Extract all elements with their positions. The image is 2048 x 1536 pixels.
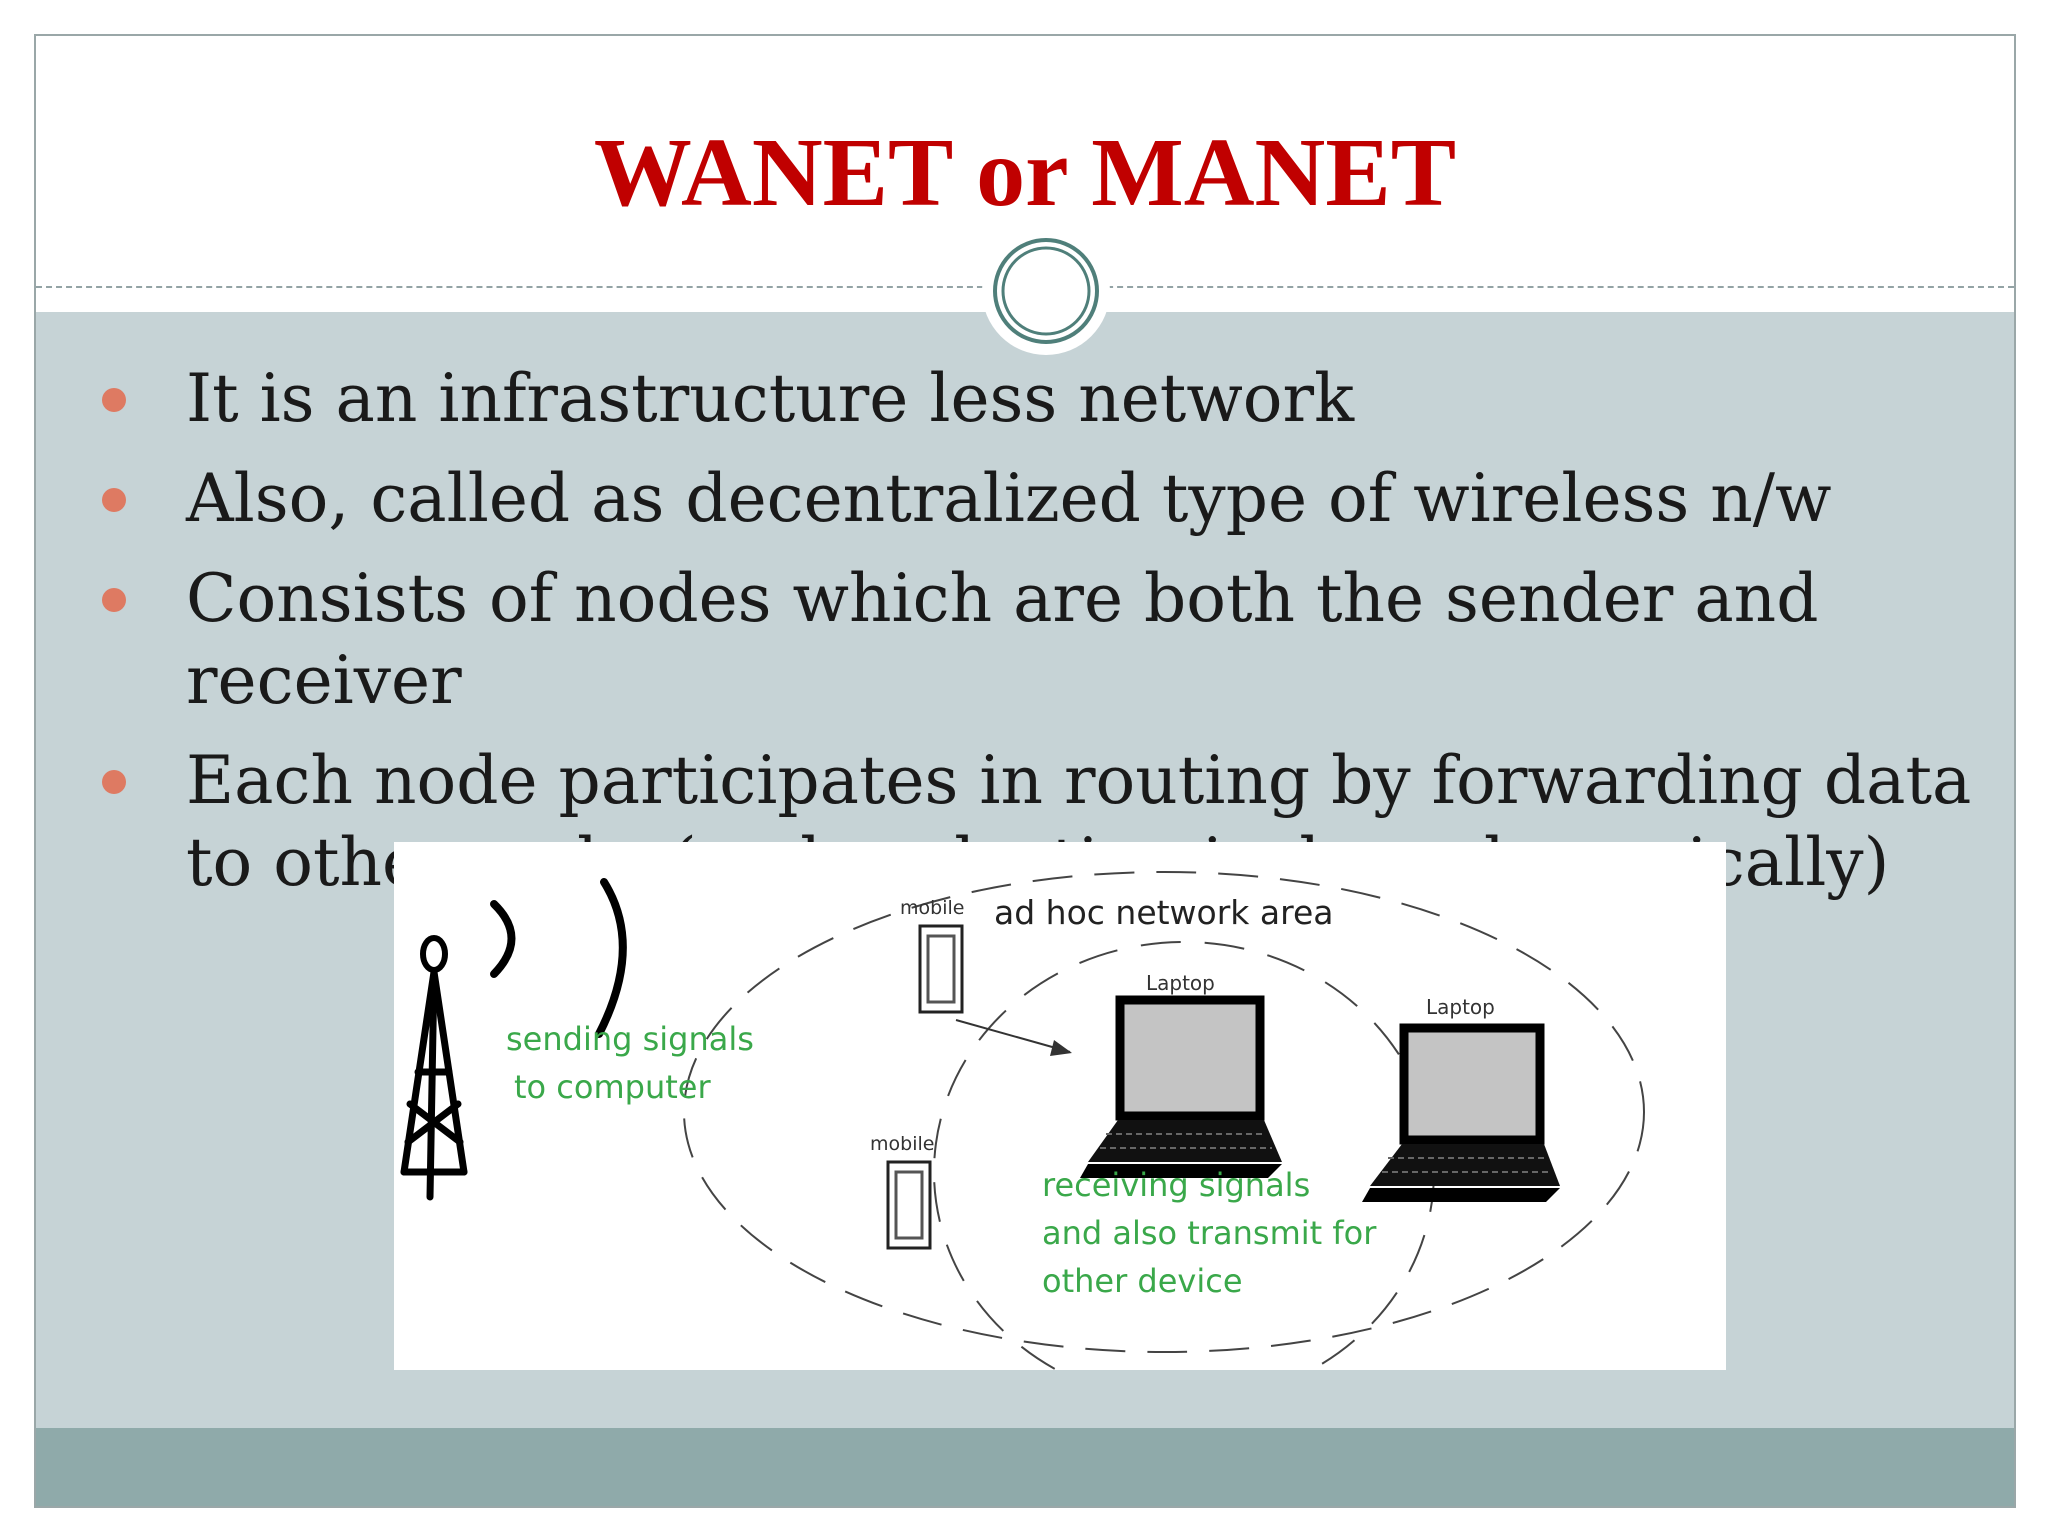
bullet-text: It is an infrastructure less network [186, 360, 1355, 437]
bullet-text: Consists of nodes which are both the sen… [186, 560, 1819, 719]
laptop-icon [1362, 1023, 1560, 1202]
slide-frame: WANET or MANET It is an infrastructure l… [34, 34, 2016, 1508]
bullet-dot-icon [102, 770, 126, 794]
sending-label-line2: to computer [514, 1068, 711, 1106]
bullet-item: Consists of nodes which are both the sen… [102, 558, 2002, 722]
mobile-top-label: mobile [900, 897, 964, 919]
bullet-list: It is an infrastructure less network Als… [102, 358, 2002, 922]
network-area-label: ad hoc network area [994, 893, 1334, 932]
receiving-label-line2: and also transmit for [1042, 1214, 1377, 1252]
slide-title: WANET or MANET [593, 119, 1457, 227]
receiving-label-line3: other device [1042, 1262, 1243, 1300]
arrow-head-icon [1050, 1040, 1072, 1056]
sending-label-line1: sending signals [506, 1020, 754, 1058]
bullet-text: Also, called as decentralized type of wi… [186, 460, 1832, 537]
receiving-label-line1: receiving signals [1042, 1166, 1310, 1204]
manet-diagram: sending signals to computer mobile ad ho… [394, 842, 1726, 1370]
laptop-center-label: Laptop [1146, 971, 1215, 995]
mobile-device-icon [886, 1160, 932, 1250]
bullet-dot-icon [102, 388, 126, 412]
footer-band [36, 1428, 2014, 1506]
bullet-item: It is an infrastructure less network [102, 358, 2002, 440]
outer-network-ellipse [683, 871, 1645, 1353]
bullet-dot-icon [102, 488, 126, 512]
laptop-icon [1080, 995, 1282, 1178]
mobile-device-icon [918, 924, 964, 1014]
bullet-dot-icon [102, 588, 126, 612]
signal-wave-icon [595, 878, 627, 1038]
radio-tower-icon [400, 935, 468, 1201]
circle-ornament-icon [982, 227, 1110, 355]
mobile-bottom-label: mobile [870, 1133, 934, 1155]
signal-arrow [955, 1019, 1071, 1053]
bullet-item: Also, called as decentralized type of wi… [102, 458, 2002, 540]
signal-wave-icon [490, 900, 516, 978]
laptop-right-label: Laptop [1426, 995, 1495, 1019]
